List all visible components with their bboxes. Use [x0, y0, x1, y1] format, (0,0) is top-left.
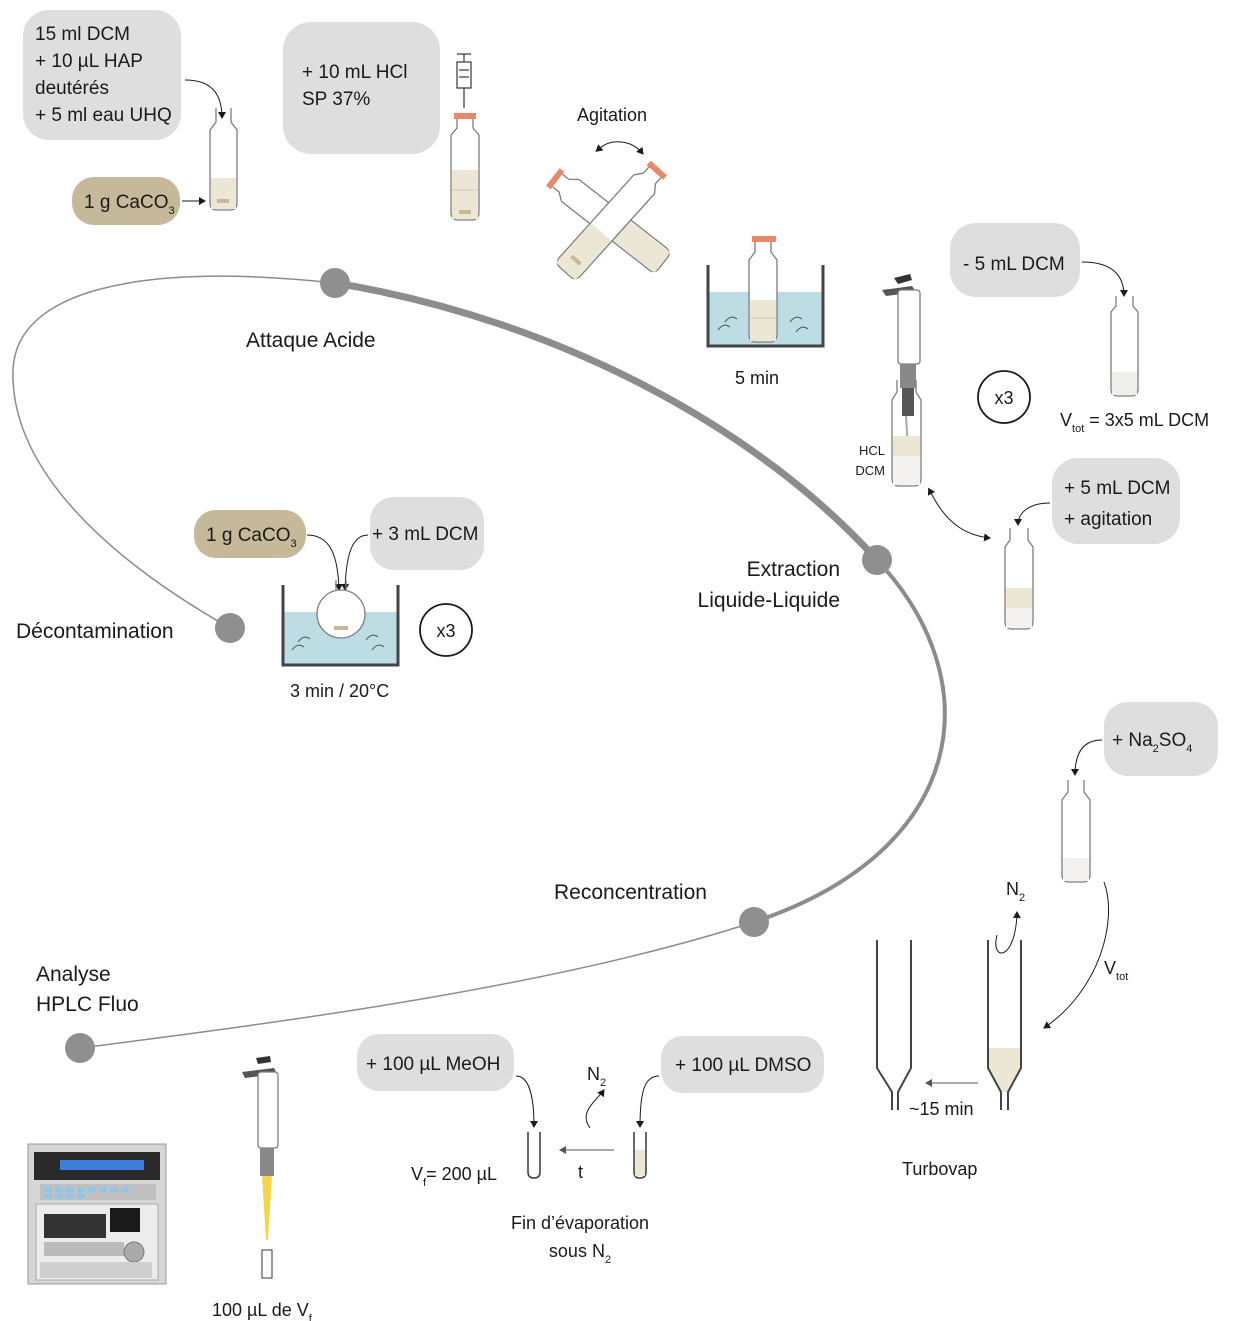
remove-dcm-label: - 5 mL DCM [963, 254, 1065, 275]
caco3-box-decontamination [194, 510, 306, 558]
na2so4-label: + Na2SO4 [1112, 730, 1192, 755]
dmso-box [661, 1036, 824, 1093]
time-label: t [578, 1162, 583, 1182]
turbovap-duration: ~15 min [909, 1099, 974, 1119]
syringe-icon [456, 53, 472, 108]
dcm-label: + 3 mL DCM [372, 524, 478, 545]
arrow-add-dcm [1014, 502, 1051, 526]
tube-1 [209, 108, 238, 211]
turbovap-tube-right [987, 940, 1022, 1110]
arrow-remove-dcm [1081, 261, 1128, 297]
arrow-vtot-turbovap [1043, 881, 1110, 1029]
double-arrow-transfer [927, 487, 991, 542]
tube-extraction [1004, 528, 1034, 630]
repeat-badge-decontamination [419, 603, 473, 657]
arrow-dcm-flask [341, 534, 369, 591]
repeat-badge-extraction [977, 370, 1031, 424]
turbovap-label: Turbovap [902, 1159, 977, 1179]
reagent-line: + 10 µL HAP [35, 51, 143, 72]
reagent-line: 15 ml DCM [35, 24, 130, 45]
pipette-icon-extraction [882, 274, 921, 449]
path-reconcentration-analyse [79, 921, 755, 1049]
path-attaque-extraction [331, 279, 881, 564]
caco3-label: 1 g CaCO3 [84, 192, 175, 217]
vial-evaporation [633, 1132, 647, 1179]
injection-label: 100 µL de Vf [212, 1300, 313, 1321]
arrow-caco3-flask [306, 534, 343, 591]
meoh-label: + 100 µL MeOH [366, 1054, 500, 1075]
layer-label-hcl: HCL [859, 443, 885, 458]
dmso-label: + 100 µL DMSO [675, 1055, 811, 1076]
repeat-label: x3 [436, 621, 455, 641]
pipette-icon-injection [242, 1056, 279, 1279]
workflow-path [12, 275, 947, 1049]
tube-dried [1061, 780, 1091, 883]
step-label-extraction-2: Liquide-Liquide [698, 589, 840, 612]
ultrasonic-bath-1 [706, 236, 825, 348]
reagent-line: + 5 ml eau UHQ [35, 105, 172, 126]
vtot-label: Vtot = 3x5 mL DCM [1060, 410, 1209, 435]
n2-flow-arrow-small [585, 1089, 605, 1129]
step-label-decontamination: Décontamination [16, 620, 174, 643]
arrow-dmso [636, 1075, 660, 1128]
caco3-box [72, 177, 180, 225]
arrow-into-tube [184, 79, 226, 119]
add-dcm-line: + 5 mL DCM [1064, 478, 1170, 499]
bath-time: 5 min [735, 368, 779, 388]
add-dcm-line: + agitation [1064, 509, 1152, 530]
hcl-line: SP 37% [302, 89, 370, 110]
vf-label: Vf= 200 µL [411, 1164, 497, 1189]
step-label-extraction-1: Extraction [747, 558, 840, 581]
agitation-label: Agitation [577, 105, 647, 125]
vtot-turbovap-label: Vtot [1104, 958, 1128, 983]
workflow-nodes [65, 268, 892, 1063]
tube-agitated-right [556, 160, 668, 280]
step-label-reconcentration: Reconcentration [554, 881, 707, 904]
bath-conditions: 3 min / 20°C [290, 681, 389, 701]
reagent-line: deutérés [35, 78, 109, 99]
agitation-arrow [595, 141, 644, 155]
caco3-label: 1 g CaCO3 [206, 525, 297, 550]
remove-dcm-box [950, 223, 1080, 297]
na2so4-box [1104, 702, 1218, 776]
reagent-box-dcm-hap [23, 10, 181, 140]
path-extraction-reconcentration [752, 558, 947, 924]
node-attaque [320, 268, 350, 298]
step-label-analyse-1: Analyse [36, 963, 111, 986]
layer-label-dcm: DCM [855, 463, 885, 478]
hcl-line: + 10 mL HCl [302, 62, 407, 83]
tube-dcm-collected [1110, 296, 1139, 397]
turbovap-tube-left [876, 940, 912, 1110]
arrow-meoh [515, 1075, 538, 1128]
fin-evaporation-line1: Fin d’évaporation [511, 1213, 649, 1233]
node-decontamination [215, 613, 245, 643]
hplc-instrument-icon [27, 1143, 167, 1285]
dcm-box-decontamination [370, 497, 484, 570]
node-reconcentration [739, 907, 769, 937]
add-dcm-box [1052, 458, 1180, 544]
node-analyse [65, 1033, 95, 1063]
path-decontamination-arc [12, 275, 336, 629]
step-label-analyse-2: HPLC Fluo [36, 993, 139, 1016]
step-label-attaque: Attaque Acide [246, 329, 376, 352]
reagent-box-hcl [283, 22, 440, 154]
ultrasonic-bath-2 [281, 580, 400, 667]
meoh-box [357, 1034, 514, 1091]
node-extraction [862, 545, 892, 575]
n2-label: N2 [1006, 879, 1025, 904]
vial-final [527, 1132, 541, 1179]
arrow-na2so4 [1071, 739, 1103, 776]
tube-2 [450, 113, 480, 221]
n2-flow-arrow [995, 911, 1021, 954]
n2-label-small: N2 [587, 1064, 606, 1089]
tube-hcl-dcm [891, 380, 922, 487]
fin-evaporation-line2: sous N2 [549, 1241, 611, 1266]
repeat-label: x3 [994, 388, 1013, 408]
